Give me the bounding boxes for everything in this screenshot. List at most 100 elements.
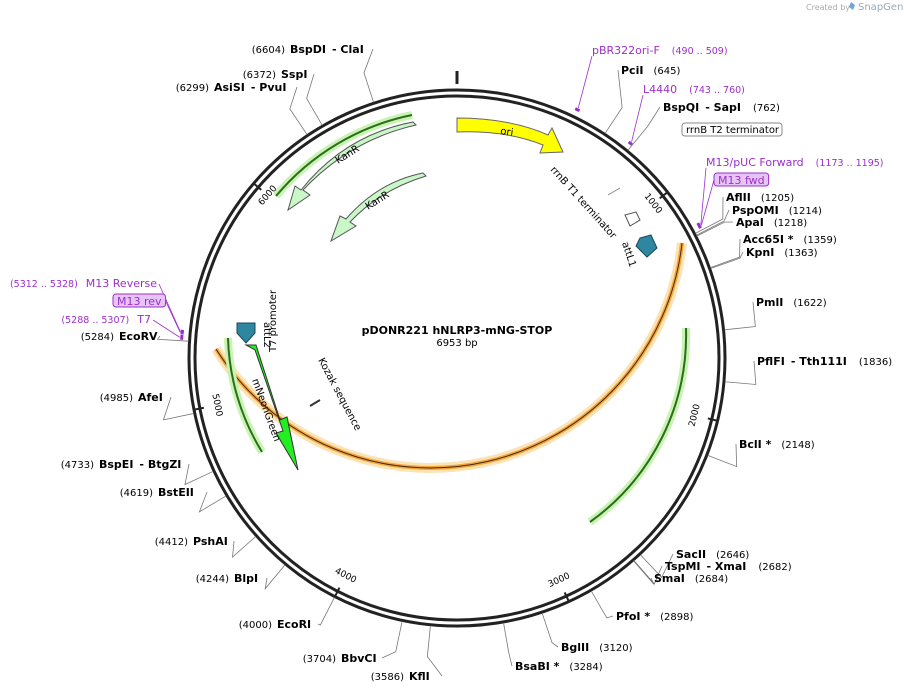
primer-mark-0 (574, 107, 581, 113)
enzyme-site-0[interactable]: (6604)BspDI- ClaI (252, 43, 364, 56)
enzyme-site-14[interactable]: TspMI- XmaI(2682) (665, 560, 792, 573)
primer-leader (631, 94, 644, 142)
primer-range: (5312 .. 5328) (10, 279, 78, 290)
enzyme-site-11[interactable]: PflFI- Tth111I(1836) (757, 355, 892, 368)
enzyme-site-13[interactable]: SacII (2646) (676, 548, 749, 561)
primer-range: (1173 .. 1195) (816, 158, 884, 169)
tick-mark-2000 (707, 417, 718, 422)
enzyme-name: BspEI (99, 458, 133, 471)
enzyme-site-8[interactable]: Acc65I *(1359) (743, 233, 837, 246)
primer-leader (577, 55, 593, 108)
primer-3[interactable]: M13 fwd (700, 172, 770, 226)
feature-kanr-arrow-2[interactable] (330, 172, 427, 243)
enzyme-site-23[interactable]: (4412)PshAI (155, 535, 228, 548)
enzyme-pos: (4619) (120, 488, 153, 499)
enzyme-name: SacII (676, 548, 706, 561)
primer-mark-3 (697, 223, 702, 229)
primer-box (713, 172, 770, 187)
orf-green-arc-1 (587, 327, 691, 526)
enzyme-site-6[interactable]: PspOMI (1214) (732, 204, 822, 217)
enzyme-name: PfoI * (616, 610, 650, 623)
enzyme-line-2 (289, 86, 308, 135)
primer-4[interactable]: M13 Reverse(5312 .. 5328) (10, 277, 181, 332)
primer-1[interactable]: L4440(743 .. 760) (631, 83, 745, 142)
enzyme-site-5[interactable]: AflII(1205) (726, 191, 794, 204)
enzyme-site-7[interactable]: ApaI (1218) (736, 216, 807, 229)
enzyme-site-22[interactable]: (4244)BlpI (196, 572, 258, 585)
enzyme-line-24 (198, 491, 227, 513)
primer-0[interactable]: pBR322ori-F(490 .. 509) (577, 44, 728, 108)
enzyme-site-4[interactable]: BspQI- SapI(762) (663, 101, 780, 114)
primer-range: (743 .. 760) (689, 85, 745, 96)
enzyme-line-22 (264, 564, 286, 591)
tick-mark-1000 (659, 191, 669, 200)
enzyme-site-20[interactable]: (3704)BbvCI (303, 652, 377, 665)
tick-mark-5000 (193, 406, 205, 411)
enzyme-site-12[interactable]: BclI *(2148) (739, 438, 815, 451)
tick-label-2000: 2000 (688, 403, 703, 428)
primer-2[interactable]: M13/pUC Forward (1173 .. 1195) (700, 156, 884, 225)
enzyme-site-16[interactable]: PfoI *(2898) (616, 610, 693, 623)
enzyme-site-27[interactable]: (5284)EcoRV (81, 330, 158, 343)
enzyme-line-26 (162, 396, 194, 421)
enzyme-pos: (3284) (569, 662, 602, 673)
feature-attl1-arrow[interactable] (635, 234, 658, 258)
enzyme-line-12 (707, 443, 738, 468)
feature-attl2-arrow[interactable] (236, 322, 256, 344)
primer-6[interactable]: T7(5288 .. 5307) (61, 313, 180, 338)
feature-ori-arrow[interactable] (456, 117, 564, 154)
feature-mneongreen-arrow[interactable] (244, 344, 299, 471)
enzyme-extra: - SapI (705, 101, 741, 114)
feature-kozak-mark (309, 399, 321, 407)
primer-sites: pBR322ori-F(490 .. 509)L4440(743 .. 760)… (10, 44, 884, 340)
feature-rrnb-t1-label: rrnB T1 terminator (548, 165, 619, 242)
enzyme-site-21[interactable]: (4000)EcoRI (239, 618, 311, 631)
enzyme-site-24[interactable]: (4619)BstEII (120, 486, 194, 499)
enzyme-site-15[interactable]: SmaI(2684) (654, 572, 728, 585)
primer-name: M13/pUC Forward (706, 156, 804, 169)
enzyme-line-9 (710, 251, 744, 269)
enzyme-site-26[interactable]: (4985)AfeI (100, 391, 163, 404)
enzyme-site-9[interactable]: KpnI(1363) (746, 246, 818, 259)
rrnb-t2-label: rrnB T2 terminator (686, 125, 780, 136)
enzyme-pos: (6372) (243, 70, 276, 81)
enzyme-site-19[interactable]: (3586)KflI (371, 670, 430, 683)
primer-5[interactable]: M13 rev (112, 293, 181, 333)
enzyme-pos: (1218) (774, 218, 807, 229)
enzyme-pos: (1205) (761, 193, 794, 204)
enzyme-line-15 (633, 560, 655, 585)
enzyme-line-10 (724, 301, 756, 331)
enzyme-pos: (1622) (793, 298, 826, 309)
enzyme-pos: (3120) (599, 643, 632, 654)
enzyme-site-2[interactable]: (6299)AsiSI- PvuI (176, 81, 287, 94)
enzyme-name: ApaI (736, 216, 764, 229)
orf-green-arc-2 (224, 337, 266, 455)
rrnb-t2-box[interactable] (681, 122, 783, 137)
enzyme-name: PspOMI (732, 204, 779, 217)
enzyme-pos: (2684) (695, 574, 728, 585)
enzyme-site-25[interactable]: (4733)BspEI- BtgZI (61, 458, 182, 471)
enzyme-site-10[interactable]: PmlI(1622) (756, 296, 827, 309)
primer-leader (152, 319, 180, 338)
primer-leader (700, 167, 707, 225)
enzyme-name: BspDI (290, 43, 326, 56)
enzyme-pos: (2646) (716, 550, 749, 561)
enzyme-pos: (1214) (789, 206, 822, 217)
enzyme-name: BlpI (234, 572, 258, 585)
feature-kanr-arrow-1[interactable] (287, 121, 417, 212)
tick-label-1000: 1000 (642, 192, 664, 216)
enzyme-site-1[interactable]: (6372)SspI (243, 68, 308, 81)
feature-terminator-arrow[interactable] (624, 211, 641, 227)
enzyme-pos: (6604) (252, 45, 285, 56)
enzyme-extra: - PvuI (251, 81, 287, 94)
primer-name: M13 rev (117, 295, 162, 308)
enzyme-sites: (6604)BspDI- ClaI(6372)SspI(6299)AsiSI- … (61, 43, 892, 683)
enzyme-site-17[interactable]: BglII(3120) (561, 641, 633, 654)
enzyme-name: EcoRI (277, 618, 311, 631)
enzyme-site-18[interactable]: BsaBI *(3284) (515, 660, 603, 673)
primer-box (112, 293, 167, 308)
enzyme-name: Acc65I * (743, 233, 794, 246)
enzyme-line-11 (724, 360, 757, 385)
enzyme-site-3[interactable]: PciI(645) (621, 64, 680, 77)
tick-mark-4000 (334, 587, 341, 598)
